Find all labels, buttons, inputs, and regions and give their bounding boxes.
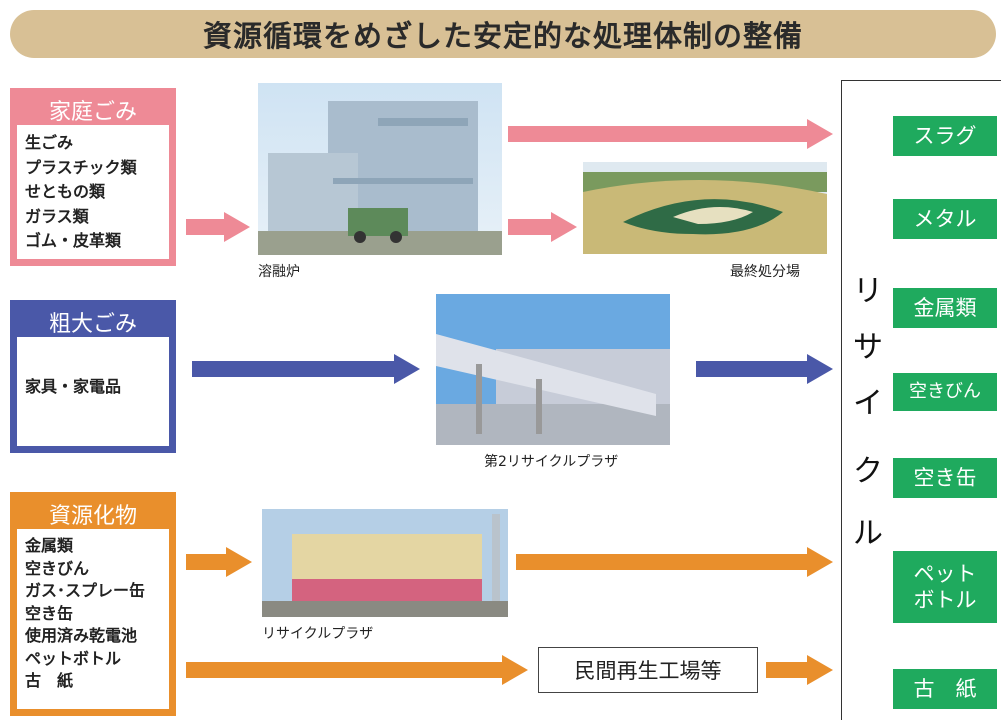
recycle-char: サ bbox=[853, 330, 883, 365]
output-waste-paper: 古 紙 bbox=[893, 669, 997, 709]
arrow-plant-to-recycle bbox=[766, 655, 833, 685]
arrow-plaza-to-recycle bbox=[516, 547, 833, 577]
recycle-char: イ bbox=[853, 386, 883, 421]
recycle-char: ク bbox=[853, 454, 883, 489]
recycle-char: ル bbox=[853, 516, 883, 551]
private-plant-box: 民間再生工場等 bbox=[538, 647, 758, 693]
arrow-household-to-furnace bbox=[186, 212, 250, 242]
arrow-oversized-to-plaza2 bbox=[192, 354, 420, 384]
page-title: 資源循環をめざした安定的な処理体制の整備 bbox=[10, 10, 996, 58]
arrow-furnace-to-landfill bbox=[508, 212, 577, 242]
category-oversized-items: 家具・家電品 bbox=[17, 337, 169, 406]
output-pet-bottles: ペット ボトル bbox=[893, 551, 997, 623]
list-item: 空きびん bbox=[25, 558, 90, 578]
output-slag: スラグ bbox=[893, 116, 997, 156]
arrow-plaza2-to-recycle bbox=[696, 354, 833, 384]
arrow-resources-to-plaza bbox=[186, 547, 252, 577]
output-empty-bottles: 空きびん bbox=[893, 373, 997, 411]
output-empty-cans: 空き缶 bbox=[893, 458, 997, 498]
list-item: 古 紙 bbox=[25, 671, 74, 690]
landfill-caption: 最終処分場 bbox=[730, 264, 800, 280]
list-item: 金属類 bbox=[25, 536, 74, 555]
output-metal: メタル bbox=[893, 199, 997, 239]
recycle-plaza-photo bbox=[262, 509, 508, 617]
list-item: 空き缶 bbox=[25, 603, 74, 623]
recycle-char: リ bbox=[853, 274, 883, 309]
list-item: せともの類 bbox=[25, 182, 106, 201]
melting-furnace-photo bbox=[258, 83, 502, 255]
recycle-plaza-2-caption: 第2リサイクルプラザ bbox=[484, 454, 619, 470]
melting-furnace-caption: 溶融炉 bbox=[258, 264, 300, 280]
list-item: 使用済み乾電池 bbox=[25, 626, 138, 645]
list-item: 家具・家電品 bbox=[25, 377, 122, 396]
category-household-items: 生ごみ プラスチック類 せともの類 ガラス類 ゴム・皮革類 bbox=[17, 125, 169, 260]
output-metals: 金属類 bbox=[893, 288, 997, 328]
recycle-panel bbox=[841, 80, 1001, 720]
list-item: 生ごみ bbox=[25, 133, 74, 152]
landfill-photo bbox=[583, 162, 827, 254]
list-item: プラスチック類 bbox=[25, 157, 137, 177]
category-household-label: 家庭ごみ bbox=[17, 95, 169, 125]
category-resources-items: 金属類 空きびん ガス･スプレー缶 空き缶 使用済み乾電池 ペットボトル 古 紙 bbox=[17, 529, 169, 699]
arrow-furnace-to-slag bbox=[508, 119, 833, 149]
category-resources: 資源化物 金属類 空きびん ガス･スプレー缶 空き缶 使用済み乾電池 ペットボト… bbox=[10, 492, 176, 716]
recycle-plaza-caption: リサイクルプラザ bbox=[262, 626, 374, 642]
category-household: 家庭ごみ 生ごみ プラスチック類 せともの類 ガラス類 ゴム・皮革類 bbox=[10, 88, 176, 266]
list-item: ガラス類 bbox=[25, 206, 89, 226]
arrow-resources-to-plant bbox=[186, 655, 528, 685]
category-oversized: 粗大ごみ 家具・家電品 bbox=[10, 300, 176, 453]
category-resources-label: 資源化物 bbox=[17, 499, 169, 529]
list-item: ペットボトル bbox=[25, 648, 122, 668]
list-item: ガス･スプレー缶 bbox=[25, 581, 146, 600]
category-oversized-label: 粗大ごみ bbox=[17, 307, 169, 337]
recycle-plaza-2-photo bbox=[436, 294, 670, 445]
list-item: ゴム・皮革類 bbox=[25, 231, 122, 250]
